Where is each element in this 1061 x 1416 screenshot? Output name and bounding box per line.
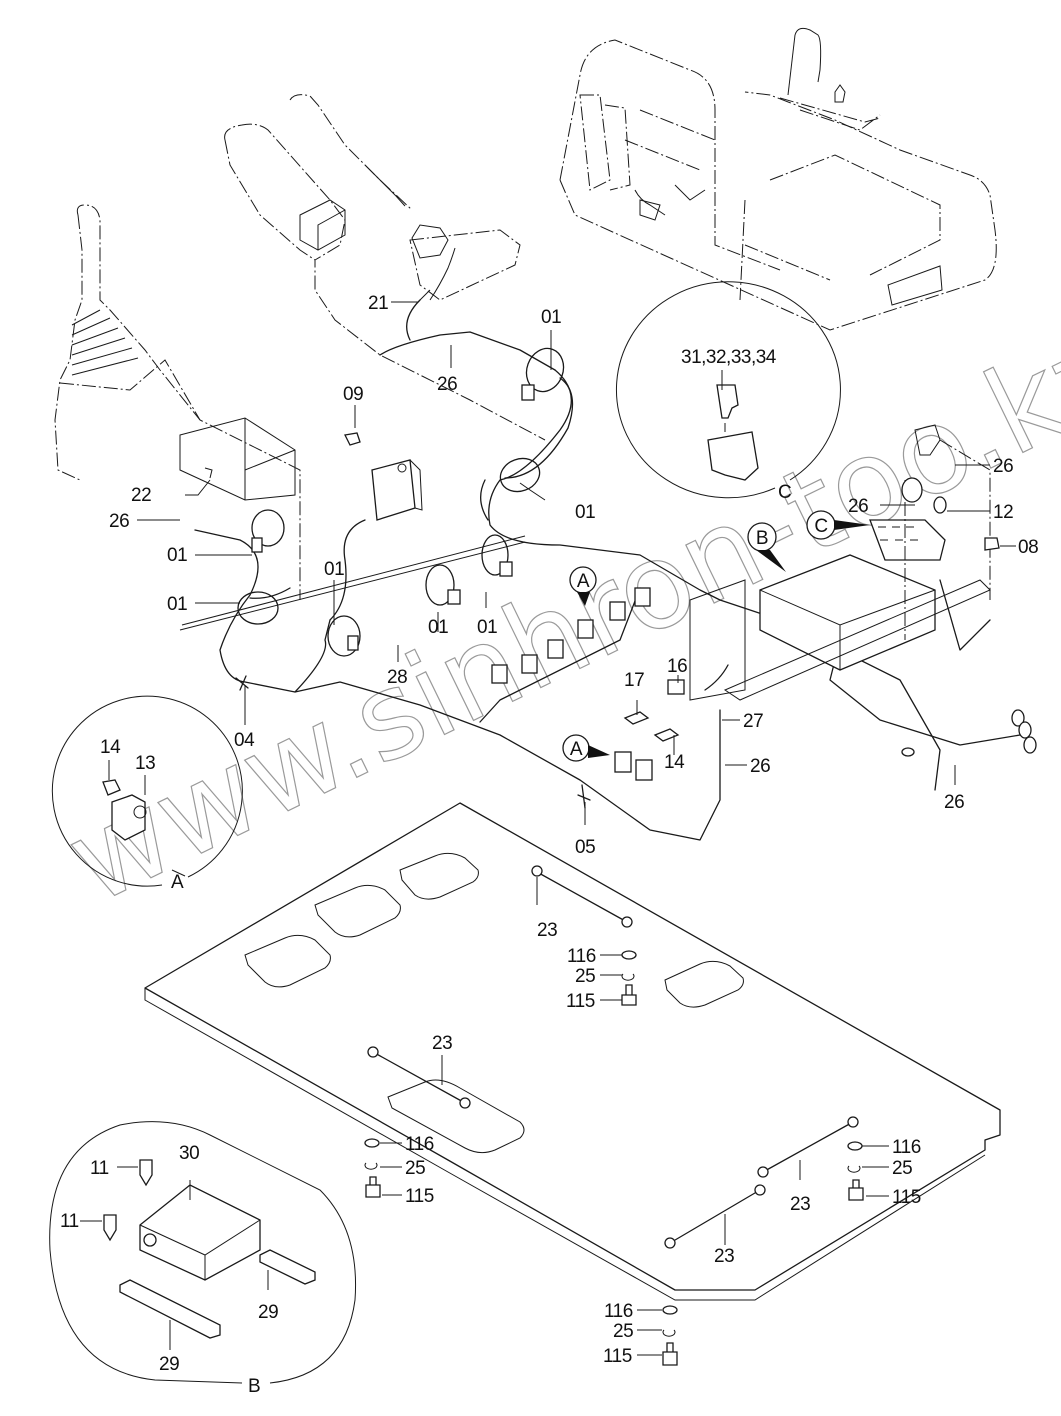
callout-label-a: A: [577, 571, 590, 592]
detail-view-a: [51, 695, 243, 887]
part-label-26: 26: [993, 456, 1013, 477]
callout-a-2: A: [562, 734, 610, 762]
part-label-115: 115: [566, 991, 595, 1012]
detail-view-b: [49, 1121, 357, 1384]
part-label-25: 25: [405, 1158, 425, 1179]
part-label-13: 13: [135, 753, 155, 774]
callout-c: C: [806, 510, 870, 540]
part-label-31-32-33-34: 31,32,33,34: [681, 347, 777, 368]
part-label-30: 30: [179, 1143, 199, 1164]
callout-b: B: [747, 522, 786, 572]
callout-label-b: B: [756, 528, 768, 549]
part-label-27: 27: [743, 711, 763, 732]
leader-lines: [80, 289, 1016, 1356]
part-label-01: 01: [167, 594, 187, 615]
detail-caption-a: A: [171, 872, 184, 893]
part-label-26: 26: [944, 792, 964, 813]
part-label-115: 115: [892, 1187, 921, 1208]
part-label-11: 11: [90, 1158, 109, 1179]
part-label-116: 116: [567, 946, 596, 967]
left-console-illustration: [54, 204, 301, 600]
detail-caption-c: C: [778, 482, 791, 503]
part-label-115: 115: [405, 1186, 434, 1207]
part-label-29: 29: [258, 1302, 278, 1323]
detail-view-c: [616, 281, 841, 499]
floor-plate: [144, 802, 1001, 1301]
relay-row: [491, 587, 685, 781]
fastener-stacks: [364, 950, 864, 1366]
callout-a-1: A: [569, 566, 597, 606]
part-label-01: 01: [167, 545, 187, 566]
part-label-05: 05: [575, 837, 595, 858]
callout-label-c: C: [814, 516, 827, 537]
part-label-116: 116: [604, 1301, 633, 1322]
part-label-21: 21: [368, 293, 388, 314]
wiring-harness: [179, 299, 1021, 841]
callout-label-a: A: [570, 739, 583, 760]
part-label-29: 29: [159, 1354, 179, 1375]
harness-clips: [235, 347, 591, 809]
part-label-14: 14: [100, 737, 121, 758]
detail-captions: A B C: [171, 482, 792, 1397]
excavator-overview-illustration: [559, 27, 997, 331]
part-label-23: 23: [537, 920, 557, 941]
part-label-28: 28: [387, 667, 407, 688]
part-label-01: 01: [324, 559, 344, 580]
part-label-04: 04: [234, 730, 255, 751]
part-label-01: 01: [541, 307, 561, 328]
part-label-26: 26: [750, 756, 770, 777]
part-label-01: 01: [575, 502, 595, 523]
part-label-115: 115: [603, 1346, 632, 1367]
part-label-12: 12: [993, 502, 1013, 523]
part-label-01: 01: [428, 617, 448, 638]
detail-caption-b: B: [248, 1376, 260, 1397]
part-label-25: 25: [575, 966, 595, 987]
part-label-17: 17: [624, 670, 644, 691]
part-label-11: 11: [60, 1211, 79, 1232]
part-label-23: 23: [790, 1194, 810, 1215]
part-label-26: 26: [848, 496, 868, 517]
part-labels: 21 01 26 09 22 26 01 01 01 01 01 01 01 2…: [60, 293, 1039, 1375]
part-label-14: 14: [664, 752, 685, 773]
part-label-25: 25: [613, 1321, 633, 1342]
part-label-116: 116: [892, 1137, 921, 1158]
right-console-illustration: [224, 94, 546, 441]
part-label-26: 26: [437, 374, 457, 395]
part-label-116: 116: [405, 1134, 434, 1155]
part-label-16: 16: [667, 656, 687, 677]
control-unit-09: [344, 432, 423, 521]
part-label-23: 23: [714, 1246, 734, 1267]
part-label-09: 09: [343, 384, 363, 405]
part-label-08: 08: [1018, 537, 1038, 558]
part-label-23: 23: [432, 1033, 452, 1054]
part-label-01: 01: [477, 617, 497, 638]
ground-straps: [367, 865, 859, 1249]
part-label-26: 26: [109, 511, 129, 532]
part-label-25: 25: [892, 1158, 912, 1179]
part-label-22: 22: [131, 485, 151, 506]
right-side-components: [901, 424, 1037, 757]
